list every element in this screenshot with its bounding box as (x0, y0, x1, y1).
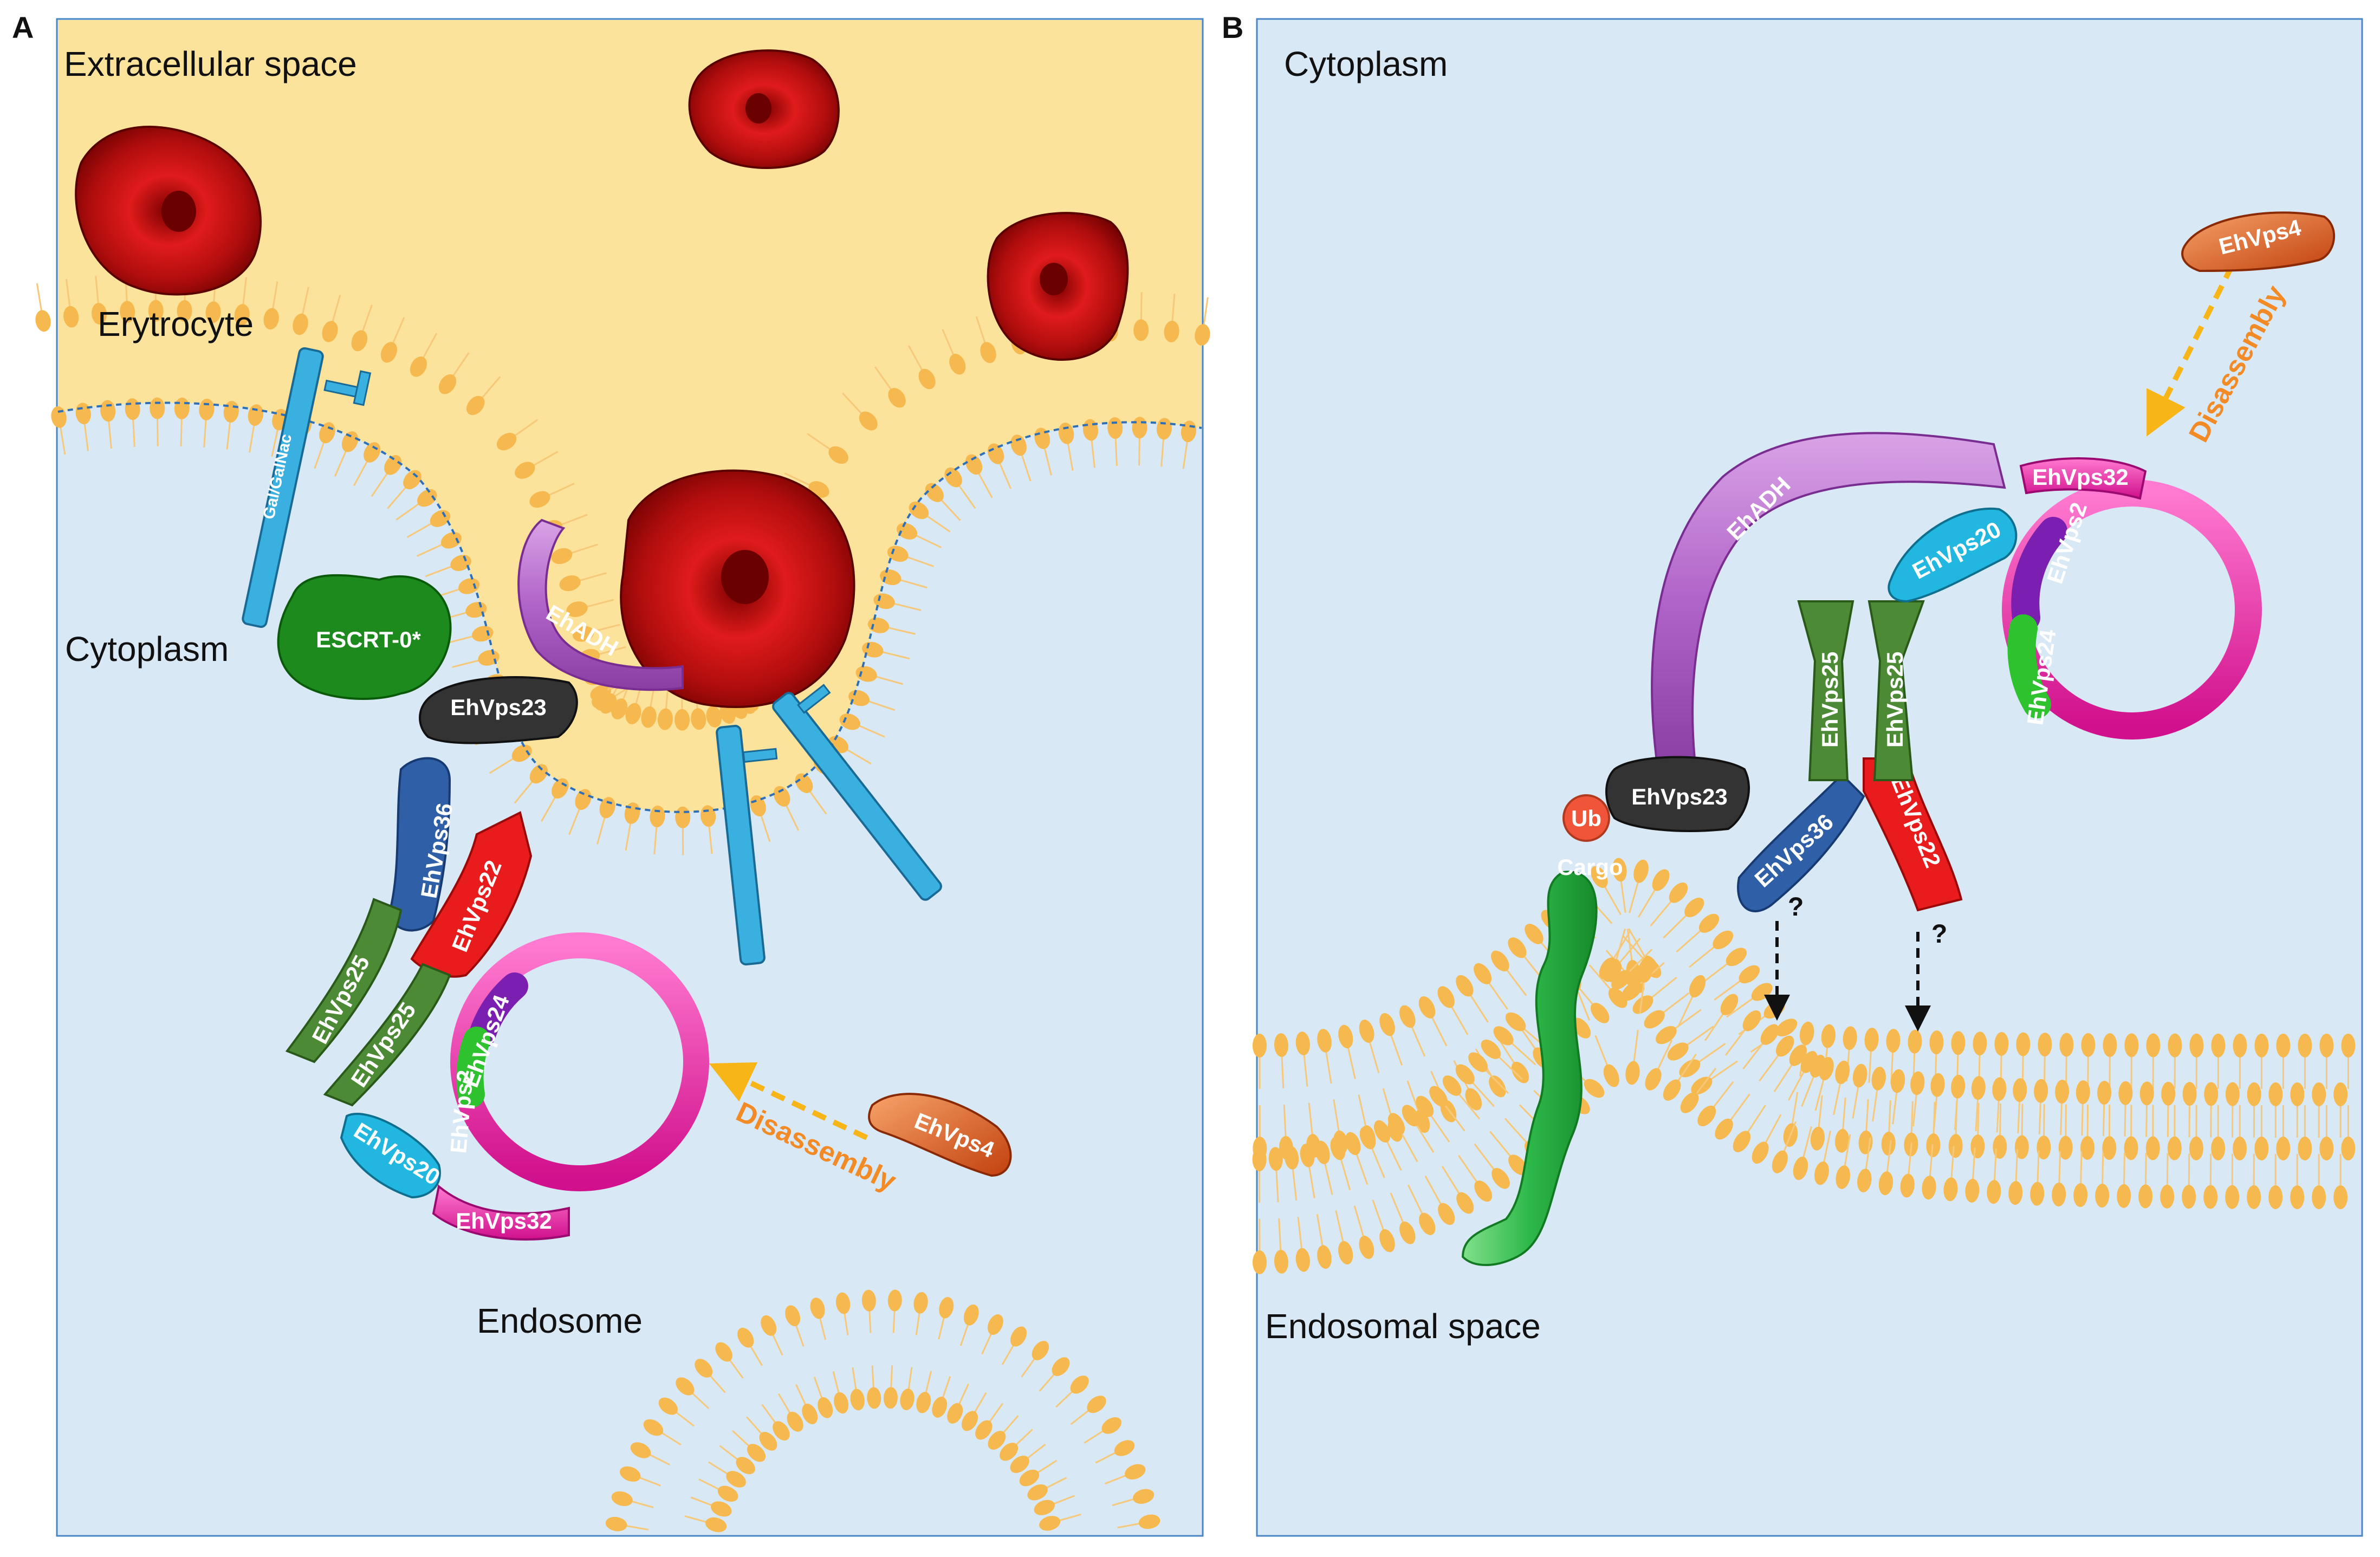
vps25-protein-b1: EhVps25 (1797, 600, 1854, 781)
erythrocyte-label: Erytrocyte (98, 304, 254, 343)
disassembly-arrow-b (2146, 264, 2235, 437)
vps4-protein-b: EhVps4 (2181, 211, 2335, 273)
cargo-label: Cargo (1557, 854, 1623, 880)
vps32-protein-a: EhVps32 (432, 1184, 570, 1241)
escrt-0-label: ESCRT-0* (316, 627, 421, 652)
endosomal-space-label: Endosomal space (1265, 1307, 1541, 1346)
endosome-membrane (605, 1289, 1160, 1533)
question-mark-2: ? (1931, 920, 1947, 949)
vps23-label-b: EhVps23 (1631, 784, 1727, 809)
vps32-label-a: EhVps32 (456, 1208, 552, 1234)
gal-galnac-receptor-3 (772, 684, 942, 901)
membrane-outline (57, 401, 1202, 813)
vps32-protein-b: EhVps32 (2019, 457, 2147, 500)
vps25-label-b2: EhVps25 (1882, 652, 1908, 748)
cargo-protein: Cargo (1461, 854, 1623, 1266)
extracellular-label: Extracellular space (64, 44, 357, 83)
escrt-0-complex: ESCRT-0* (277, 574, 452, 700)
panel-a-letter: A (12, 10, 34, 44)
panel-a: A Erytrocyte Extracellular space Cytopla… (12, 10, 1210, 1537)
extracellular-region (58, 20, 1202, 812)
vps23-label-a: EhVps23 (450, 695, 546, 720)
vps23-protein-b: EhVps23 (1605, 756, 1750, 832)
cytoplasm-label-a: Cytoplasm (65, 630, 229, 669)
gal-galnac-receptor-2 (716, 724, 778, 966)
erythrocyte-2 (688, 49, 840, 169)
vps25-label-b1: EhVps25 (1817, 652, 1843, 748)
panel-b-letter: B (1222, 10, 1243, 44)
vps25-protein-b2: EhVps25 (1867, 600, 1925, 781)
erythrocyte-1 (75, 126, 262, 296)
endosome-label: Endosome (477, 1301, 643, 1340)
escrt-iii-ring-a (450, 932, 709, 1191)
vps32-label-b: EhVps32 (2032, 464, 2128, 490)
erythrocyte-3 (987, 212, 1129, 361)
cytoplasm-label-b: Cytoplasm (1284, 44, 1448, 83)
ub-label: Ub (1571, 806, 1601, 831)
vps36-protein-b: EhVps36 (1737, 773, 1865, 912)
vps23-protein-a: EhVps23 (419, 676, 578, 744)
question-mark-1: ? (1788, 893, 1804, 922)
ubiquitin: Ub (1562, 794, 1610, 842)
panel-b: B Cytoplasm Endosomal space Cargo Ub EhA… (1222, 10, 2363, 1537)
disassembly-arrow-a (709, 1062, 868, 1140)
